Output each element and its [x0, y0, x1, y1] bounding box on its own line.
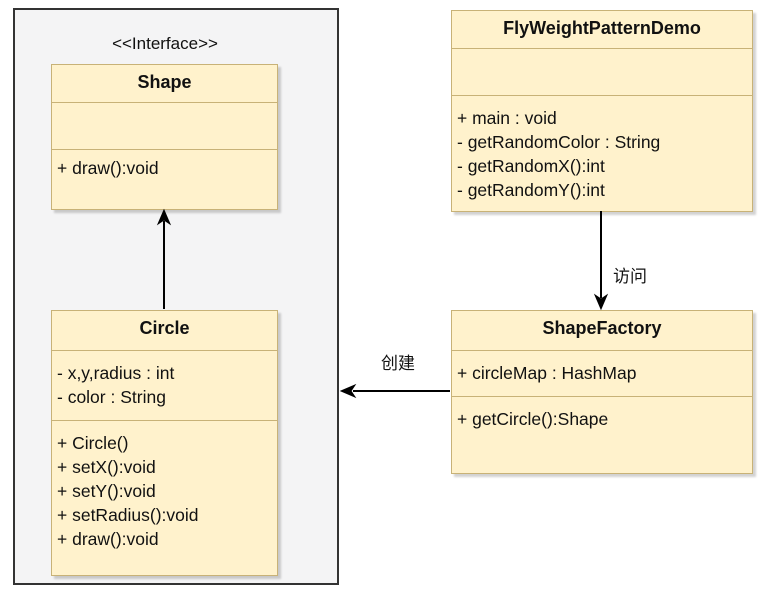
- class-circle-attributes: - x,y,radius : int - color : String: [52, 351, 277, 421]
- class-circle[interactable]: Circle - x,y,radius : int - color : Stri…: [51, 310, 278, 576]
- class-circle-title: Circle: [52, 311, 277, 351]
- class-demo-methods: + main : void - getRandomColor : String …: [452, 96, 752, 209]
- class-flyweight-demo[interactable]: FlyWeightPatternDemo + main : void - get…: [451, 10, 753, 212]
- access-arrowhead: [593, 293, 609, 311]
- class-demo-attributes: [452, 49, 752, 96]
- attribute-line: - x,y,radius : int: [57, 363, 175, 383]
- interface-stereotype: <<Interface>>: [112, 34, 218, 53]
- class-shape-title: Shape: [52, 65, 277, 103]
- method-line: - getRandomColor : String: [457, 132, 661, 152]
- method-line: + draw():void: [57, 529, 159, 549]
- attribute-line: + circleMap : HashMap: [457, 363, 637, 383]
- method-line: - getRandomX():int: [457, 156, 605, 176]
- realization-arrowhead: [156, 208, 172, 226]
- class-demo-title: FlyWeightPatternDemo: [452, 11, 752, 49]
- class-factory-methods: + getCircle():Shape: [452, 397, 752, 471]
- class-factory-attributes: + circleMap : HashMap: [452, 351, 752, 397]
- method-line: + setX():void: [57, 457, 156, 477]
- attribute-line: - color : String: [57, 387, 166, 407]
- create-label: 创建: [381, 354, 415, 374]
- method-line: + getCircle():Shape: [457, 409, 609, 429]
- method-line: + draw():void: [57, 158, 159, 178]
- method-line: + Circle(): [57, 433, 129, 453]
- class-factory-title: ShapeFactory: [452, 311, 752, 351]
- class-shape-methods: + draw():void: [52, 150, 277, 207]
- method-line: - getRandomY():int: [457, 180, 605, 200]
- method-line: + main : void: [457, 108, 557, 128]
- create-arrowhead: [339, 383, 357, 399]
- class-circle-methods: + Circle() + setX():void + setY():void +…: [52, 421, 277, 573]
- access-label: 访问: [613, 267, 647, 287]
- class-shape-factory[interactable]: ShapeFactory + circleMap : HashMap + get…: [451, 310, 753, 474]
- method-line: + setRadius():void: [57, 505, 199, 525]
- method-line: + setY():void: [57, 481, 156, 501]
- class-shape[interactable]: Shape + draw():void: [51, 64, 278, 210]
- class-shape-attributes: [52, 103, 277, 150]
